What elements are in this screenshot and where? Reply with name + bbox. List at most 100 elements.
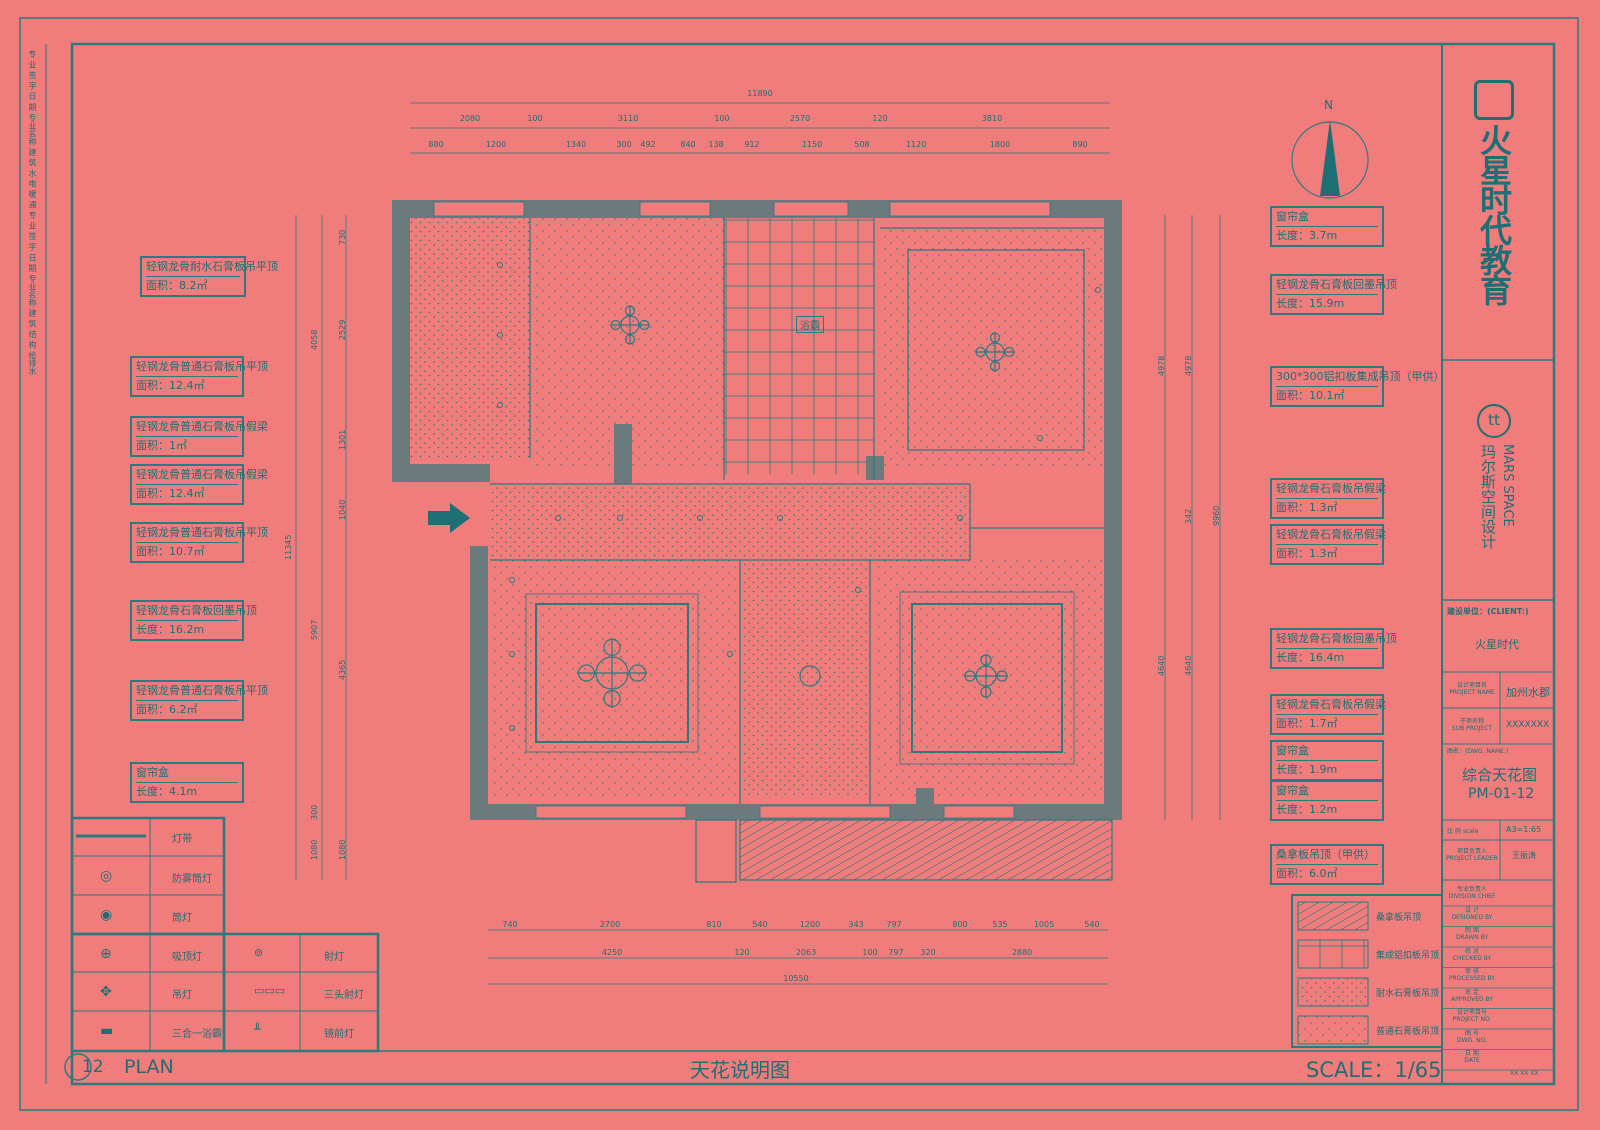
left-label: 轻钢龙骨耐水石膏板吊平顶面积：8.2㎡ [140,256,278,297]
dim-top-row2: 138 [708,140,724,149]
dim-left: 730 [338,229,347,245]
right-label: 窗帘盒长度：1.9m [1270,740,1384,781]
right-label-line1: 轻钢龙骨石膏板吊假梁 [1276,526,1386,545]
title-block-row-en: APPROVED BY [1450,995,1493,1003]
dim-top-row1: 100 [527,114,543,123]
date-value: XX XX XX [1510,1070,1539,1077]
left-title-strip: 专 业 签 字 日 期 专业名称 建 筑 水 电 暖 通 专 业 签 字 日 期… [28,50,37,376]
scale-value: A3=1:65 [1506,825,1542,834]
right-label: 窗帘盒长度：1.2m [1270,780,1384,821]
left-label: 轻钢龙骨普通石膏板吊平顶面积：12.4㎡ [130,356,268,397]
fixture-legend-name: 筒灯 [172,913,192,924]
dim-right: 4978 [1184,355,1193,376]
dim-bottom-total: 10550 [783,974,809,983]
fixture-legend-name: 镜前灯 [324,1029,354,1040]
dim-bottom-row2: 120 [734,948,750,957]
dim-top-row2: 912 [744,140,760,149]
dim-bottom-row2: 100 [862,948,878,957]
right-label-line2: 长度：3.7m [1276,229,1338,242]
right-label-line2: 面积：6.0㎡ [1276,867,1338,880]
dim-top-row2: 1200 [485,140,507,149]
right-label-line2: 长度：1.9m [1276,763,1338,776]
left-label-line1: 窗帘盒 [136,764,238,783]
downlight-icon: ◉ [100,907,113,923]
footer-number: 12 [82,1057,104,1077]
left-label: 轻钢龙骨普通石膏板吊假梁面积：12.4㎡ [130,464,268,505]
left-label-line1: 轻钢龙骨普通石膏板吊平顶 [136,524,268,543]
dim-top-row2: 890 [1072,140,1088,149]
triple-spotlight-icon: ▭▭▭ [254,984,286,997]
dim-left: 4058 [310,329,319,350]
sub-project-value: XXXXXXX [1506,720,1550,730]
dim-top-row2: 1800 [989,140,1011,149]
drawing-name: 综合天花图 [1462,766,1538,784]
scale-label: 比 例 scale [1447,828,1479,835]
leader-label-cn: 项目负责人 [1456,848,1487,855]
dim-bottom-row1: 343 [848,920,864,929]
dim-bottom-row2: 2880 [1011,948,1033,957]
fixture-legend-name: 灯带 [172,834,192,845]
sub-project-label-en: SUB PROJECT [1451,725,1493,732]
left-label-line1: 轻钢龙骨普通石膏板吊平顶 [136,682,268,701]
project-label-en: PROJECT NAME [1449,689,1495,696]
dim-bottom-row1: 2700 [599,920,621,929]
right-label-line2: 面积：1.3㎡ [1276,547,1338,560]
right-label-line1: 轻钢龙骨石膏板回墨吊顶 [1276,276,1397,295]
material-legend-name: 集成铝扣板吊顶 [1376,951,1440,961]
dim-top-row2: 1340 [565,140,587,149]
dim-top-row1: 120 [872,114,888,123]
right-label-line1: 桑拿板吊顶（甲供） [1276,846,1378,865]
title-block-row-en: DIVISION CHIEF [1448,893,1496,900]
dim-top-row2: 880 [428,140,444,149]
title-block-row-cn: 专业负责人 [1456,886,1487,893]
fixture-legend-name: 吸顶灯 [172,952,202,963]
sub-project-label-cn: 子项名称 [1459,718,1484,725]
left-label-line2: 面积：12.4㎡ [136,487,205,500]
left-label: 轻钢龙骨普通石膏板吊平顶面积：6.2㎡ [130,680,268,721]
mirror-light-icon: ╨ [254,1023,261,1036]
dim-left: 1301 [338,429,347,450]
dim-top-row1: 100 [714,114,730,123]
dim-left: 4365 [338,659,347,680]
left-label-line2: 面积：12.4㎡ [136,379,205,392]
ceiling-light-icon: ⊕ [100,946,112,962]
left-label-line2: 面积：6.2㎡ [136,703,198,716]
fog-downlight-icon: ◎ [100,868,113,884]
right-label: 轻钢龙骨石膏板吊假梁面积：1.3㎡ [1270,524,1386,565]
title-block-row-cn: 图 号 [1465,1029,1479,1037]
footer-scale: SCALE：1/65 [1306,1058,1442,1082]
entry-arrow-icon [428,503,470,533]
sub-brand-en: MARS SPACE [1500,444,1515,527]
title-block-row-cn: 审 核 [1465,968,1479,975]
dim-bottom-row1: 535 [992,920,1008,929]
dim-bottom-row1: 540 [752,920,768,929]
dim-left: 2529 [338,319,347,340]
dim-bottom-row1: 810 [706,920,722,929]
fixture-legend-name: 吊灯 [172,990,192,1001]
dim-left: 5907 [310,619,319,640]
sub-brand-cn: 玛尔斯空间设计 [1479,444,1497,549]
fixture-legend-name: 三合一浴霸 [172,1029,222,1040]
left-label: 轻钢龙骨普通石膏板吊假梁面积：1㎡ [130,416,268,457]
dim-bottom-row1: 1200 [799,920,821,929]
project-value: 加州水郡 [1506,686,1550,699]
right-label-line1: 300*300铝扣板集成吊顶（甲供） [1276,368,1445,387]
fixture-legend-name: 防雾筒灯 [172,874,212,885]
dim-top-row1: 3110 [617,114,639,123]
title-block-row-en: PROJECT NO. [1452,1016,1492,1023]
dim-left: 1040 [338,499,347,520]
left-label-line2: 面积：1㎡ [136,439,187,452]
dim-top-total: 11890 [747,89,773,98]
title-block-row-en: DESIGNED BY [1451,913,1493,921]
right-label: 300*300铝扣板集成吊顶（甲供）面积：10.1㎡ [1270,366,1445,407]
right-label-line2: 长度：15.9m [1276,297,1345,310]
drawing-number: PM-01-12 [1468,786,1535,802]
title-block-row-en: CHECKED BY [1452,954,1492,962]
